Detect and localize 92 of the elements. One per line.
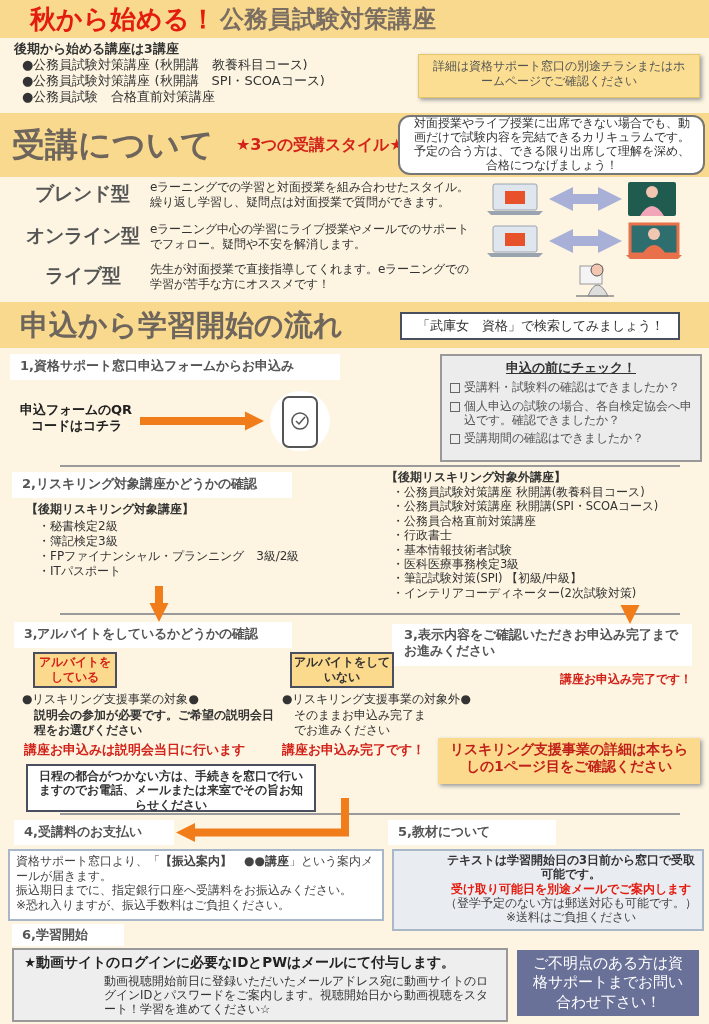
style-name: オンライン型 bbox=[24, 224, 141, 248]
instruction-text: 説明会の参加が必要です。ご希望の説明会日程をお選びください bbox=[34, 708, 275, 738]
course-item: ・行政書士 bbox=[391, 528, 453, 543]
eligibility-text: ●リスキリング支援事業の対象外● bbox=[282, 692, 472, 707]
course-item: ・秘書検定2級 bbox=[37, 519, 119, 534]
section-band bbox=[0, 302, 709, 348]
list-heading: 【後期リスキリング対象外講座】 bbox=[386, 470, 567, 485]
search-box bbox=[400, 312, 680, 340]
step-heading: 6,学習開始 bbox=[22, 927, 89, 944]
style-description: eラーニングでの学習と対面授業を組み合わせたスタイル。繰り返し学習し、疑問点は対面授業で質問ができます。 bbox=[150, 180, 470, 210]
contact-box bbox=[517, 950, 699, 1016]
instruction-text: そのままお申込み完了までお進みください bbox=[294, 708, 427, 738]
list-heading: 【後期リスキリング対象講座】 bbox=[26, 502, 195, 517]
course-item: ・簿記検定3級 bbox=[37, 534, 119, 549]
info-text: （登学予定のない方は郵送対応も可能です。） bbox=[444, 896, 698, 911]
arrow bbox=[549, 187, 622, 211]
status-text: 講座お申込み完了です！ bbox=[560, 672, 693, 687]
info-box bbox=[12, 948, 508, 1022]
arrow bbox=[549, 229, 622, 253]
step-heading: 5,教材について bbox=[398, 824, 491, 841]
checklist-item: 受講料・試験料の確認はできましたか？ bbox=[464, 380, 680, 395]
step-heading: 3,表示内容をご確認いただきお申込み完了までお進みください bbox=[404, 627, 680, 660]
course-item: ・ITパスポート bbox=[37, 564, 122, 579]
style-description: eラーニング中心の学習にライブ授業やメールでのサポートでフォロー。疑問や不安を解消します。 bbox=[150, 222, 470, 252]
step-header bbox=[12, 472, 292, 498]
checklist-item: 個人申込の試験の場合、各自検定協会へ申込です。確認できましたか？ bbox=[464, 398, 692, 428]
section-heading: 申込から学習開始の流れ bbox=[20, 306, 343, 344]
course-item: ・公務員試験対策講座 秋開講(教養科目コース) bbox=[391, 485, 646, 500]
course-item: ●公務員試験 合格直前対策講座 bbox=[21, 89, 217, 106]
qr-prompt: 申込フォームのQRコードはコチラ bbox=[18, 402, 134, 435]
laptop-icon bbox=[485, 182, 545, 216]
step-header bbox=[392, 624, 692, 666]
step-header bbox=[12, 924, 124, 946]
note-text: 詳細は資格サポート窓口の別途チラシまたはホームページでご確認ください bbox=[432, 59, 686, 89]
course-item: ・公務員合格直前対策講座 bbox=[391, 513, 537, 529]
info-text: ※恐れ入りますが、振込手数料はご負担ください。 bbox=[16, 897, 292, 913]
info-text: 振込期日までに、指定銀行口座へ受講料をお振込みください。 bbox=[16, 883, 353, 898]
course-item: ●公務員試験対策講座 (秋開講 教養科目コース) bbox=[21, 56, 309, 73]
title-heading: 秋から始める！ bbox=[30, 2, 216, 36]
info-box bbox=[8, 849, 384, 921]
step-heading: 4,受講料のお支払い bbox=[24, 824, 143, 841]
checklist-panel bbox=[440, 354, 702, 462]
title-band bbox=[0, 0, 709, 38]
style-name: ブレンド型 bbox=[34, 182, 131, 206]
course-item: ・FPファイナンシャル・プランニング 3級/2級 bbox=[37, 549, 301, 564]
info-text: 受け取り可能日を別途メールでご案内します bbox=[450, 881, 692, 896]
option-label: アルバイトをしている bbox=[38, 655, 112, 685]
checklist-item: 受講期間の確認はできましたか？ bbox=[464, 431, 644, 446]
info-text: 資格サポート窓口より、「【振込案内】 ●●講座」という案内メールが届きます。 bbox=[16, 854, 374, 884]
step-header bbox=[14, 820, 174, 845]
style-description: 先生が対面授業で直接指導してくれます。eラーニングでの学習が苦手な方にオススメです！ bbox=[150, 262, 470, 292]
laptop-icon bbox=[485, 224, 545, 258]
course-item: ・公務員試験対策講座 秋開講(SPI・SCOAコース) bbox=[391, 499, 660, 514]
course-item: ・医科医療事務検定3級 bbox=[391, 556, 521, 572]
info-text: 動画視聴開始前日に登録いただいたメールアドレス宛に動画サイトのログインIDとパスワードをご案内します。視聴開始日から動画視聴をスタート！学習を進めてください☆ bbox=[103, 973, 490, 1016]
note-box bbox=[418, 54, 700, 98]
teacher-icon bbox=[626, 180, 678, 218]
contact-text: ご不明点のある方は資格サポートまでお問い合わせ下さい！ bbox=[532, 953, 684, 1012]
eligibility-text: ●リスキリング支援事業の対象● bbox=[22, 692, 200, 707]
section-band bbox=[0, 113, 709, 177]
info-text: ※送料はご負担ください bbox=[504, 910, 638, 925]
step-header bbox=[14, 622, 292, 648]
option-label: アルバイトをしていない bbox=[293, 655, 391, 685]
note-box bbox=[26, 764, 316, 812]
status-text: 講座お申込み完了です！ bbox=[282, 742, 426, 758]
course-item: ・インテリアコーディネーター(2次試験対策) bbox=[391, 585, 638, 600]
section-heading: 受講について bbox=[12, 124, 214, 166]
teacher-icon bbox=[626, 222, 682, 260]
course-item: ・基本情報技術者試験 bbox=[391, 542, 513, 557]
bubble-text: 対面授業やライブ授業に出席できない場合でも、動画だけで試験内容を完結できるカリキュラムです。予定の合う方は、できる限り出席して理解を深め、合格につなげましょう！ bbox=[412, 117, 691, 173]
info-box bbox=[392, 849, 704, 931]
step-heading: 2,リスキリング対象講座かどうかの確認 bbox=[22, 476, 258, 493]
speech-bubble bbox=[398, 115, 705, 175]
step-header bbox=[10, 354, 340, 380]
status-text: 講座お申込みは説明会当日に行います bbox=[24, 742, 246, 758]
notice-box bbox=[438, 738, 700, 784]
notice-text: リスキリング支援事業の詳細は本ちらしの1ページ目をご確認ください bbox=[449, 741, 689, 775]
phone-icon bbox=[268, 390, 332, 452]
course-item: ・筆記試験対策(SPI) 【初級/中級】 bbox=[391, 571, 584, 586]
step-heading: 3,アルバイトをしているかどうかの確認 bbox=[24, 626, 260, 642]
search-hint: 「武庫女 資格」で検索してみましょう！ bbox=[416, 318, 664, 334]
step-heading: 1,資格サポート窓口申込フォームからお申込み bbox=[20, 358, 295, 375]
arrow bbox=[620, 604, 640, 624]
note-text: 日程の都合がつかない方は、手続きを窓口で行いますのでお電話、メールまたは来室でその旨お知らせください bbox=[38, 769, 304, 813]
course-item: ●公務員試験対策講座 (秋開講 SPI・SCOAコース) bbox=[21, 72, 326, 90]
style-name: ライブ型 bbox=[43, 264, 122, 288]
intro-heading: 後期から始める講座は3講座 bbox=[14, 41, 180, 57]
step-header bbox=[388, 820, 556, 845]
title-heading: 公務員試験対策講座 bbox=[220, 4, 436, 34]
checklist-heading: 申込の前にチェック！ bbox=[505, 360, 637, 377]
info-text: テキストは学習開始日の3日前から窓口で受取可能です。 bbox=[446, 854, 696, 882]
info-heading: ★動画サイトのログインに必要なIDとPWはメールにて付与します。 bbox=[24, 954, 457, 971]
